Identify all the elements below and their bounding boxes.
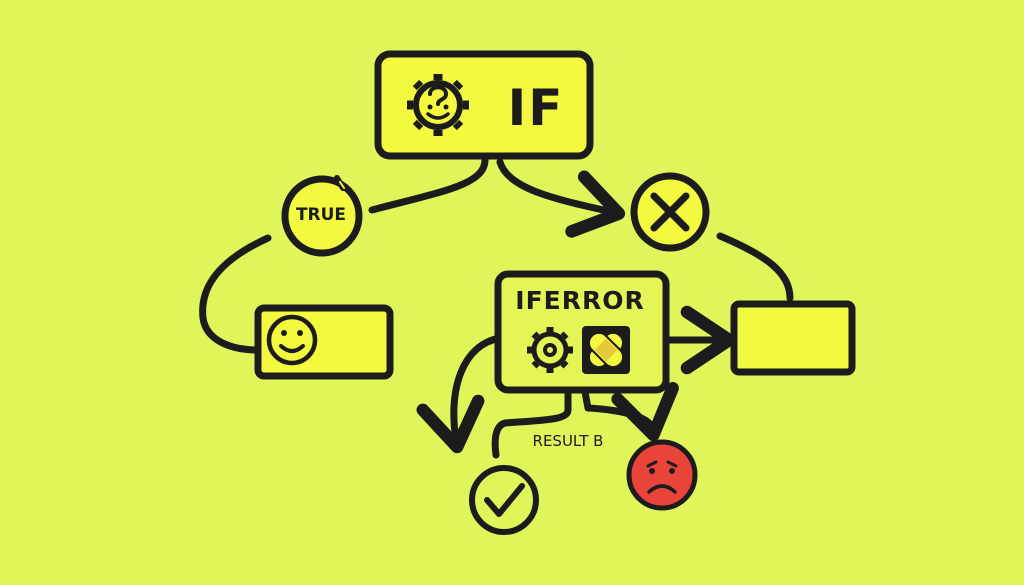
connectors xyxy=(199,156,794,459)
sad-face-icon xyxy=(626,439,698,511)
if-label: IF xyxy=(507,79,565,137)
gear-question-icon xyxy=(407,74,469,136)
x-circle-icon xyxy=(630,172,710,252)
connector-iferror-left-branch xyxy=(416,334,504,454)
smiley-face-icon xyxy=(266,314,318,366)
connector-true-to-smiley-box xyxy=(199,234,272,354)
if-box xyxy=(374,50,594,160)
connector-x-to-right-box xyxy=(716,232,794,302)
connector-if-to-true xyxy=(368,156,489,214)
iferror-node xyxy=(494,270,670,394)
connector-if-to-x xyxy=(496,158,626,238)
checkmark-circle-icon xyxy=(469,465,539,535)
connector-iferror-to-sad-face xyxy=(581,381,679,442)
connector-iferror-to-checkmark xyxy=(491,388,572,459)
true-node xyxy=(281,175,363,257)
smiley-box xyxy=(254,304,394,380)
iferror-label: IFERROR xyxy=(515,286,645,315)
pencil-mark-icon xyxy=(334,175,346,191)
right-result-box xyxy=(730,300,856,376)
gear-icon xyxy=(527,327,573,373)
if-node xyxy=(374,50,594,160)
smiley-result-node xyxy=(254,304,394,380)
result-b-label: RESULT B xyxy=(532,432,604,450)
true-label: TRUE xyxy=(295,205,347,225)
true-circle xyxy=(281,175,363,257)
bandage-icon xyxy=(582,326,630,374)
